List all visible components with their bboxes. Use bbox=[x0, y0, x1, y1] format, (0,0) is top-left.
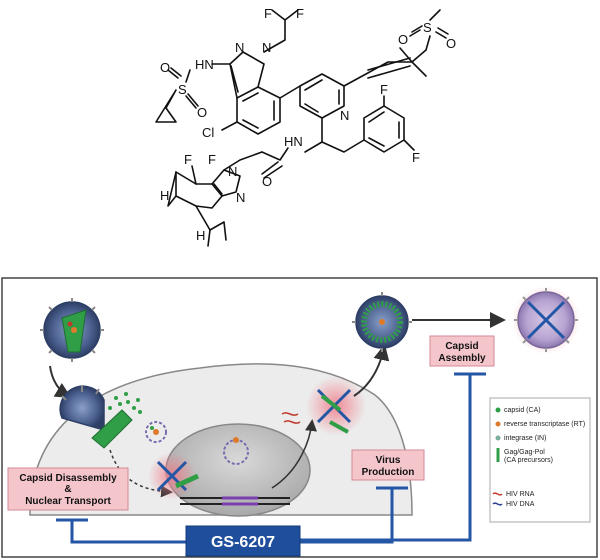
atom-n-pyrazole-1: N bbox=[228, 164, 237, 179]
atom-h-bridge-1: H bbox=[160, 188, 169, 203]
virus-production-line1: Virus bbox=[376, 455, 401, 466]
released-capsid bbox=[91, 392, 142, 449]
atom-n-pyrazole-2: N bbox=[236, 190, 245, 205]
atom-o-sulfone-a: O bbox=[398, 32, 408, 47]
mechanism-panel: Capsid Assembly Virus Production Capsid … bbox=[1, 277, 598, 558]
budding-arrow bbox=[353, 344, 390, 397]
capsid-assembly-label: Capsid Assembly bbox=[429, 335, 495, 367]
atom-o-sulfone-b: O bbox=[446, 36, 456, 51]
virus-production-line2: Production bbox=[362, 467, 415, 478]
atom-n-indazole-2: N bbox=[235, 40, 244, 55]
atom-s-sulfonamide: S bbox=[178, 82, 187, 97]
gs6207-drug-box: GS-6207 bbox=[185, 525, 301, 557]
legend-box bbox=[489, 397, 591, 523]
difluorophenyl-ring bbox=[363, 105, 405, 153]
cyclopenta-pyrazole-ring bbox=[211, 169, 241, 197]
blocked-mature-virion bbox=[512, 286, 580, 354]
legend-dna-swatch bbox=[492, 502, 503, 506]
legend-integrase-swatch bbox=[495, 435, 501, 441]
atom-hn-amide: HN bbox=[284, 134, 303, 149]
pyridine-ring bbox=[299, 73, 345, 119]
legend-rt-swatch bbox=[495, 421, 501, 427]
capsid-disassembly-line1: Capsid Disassembly bbox=[19, 473, 117, 484]
legend: capsid (CA) reverse transcriptase (RT) i… bbox=[489, 397, 591, 523]
atom-hn-sulfonamide: HN bbox=[195, 57, 214, 72]
virion-entering bbox=[40, 298, 104, 362]
transcription-arrow bbox=[271, 419, 317, 489]
inhibition-lines bbox=[56, 372, 486, 544]
virus-production-label: Virus Production bbox=[351, 449, 425, 481]
immature-virion bbox=[352, 292, 412, 352]
legend-rt: reverse transcriptase (RT) bbox=[504, 421, 585, 428]
indazole-pyrazole-ring bbox=[229, 51, 265, 99]
atom-s-sulfone: S bbox=[423, 20, 432, 35]
atom-f4: F bbox=[412, 150, 420, 165]
blocked-nuclear-entry bbox=[148, 452, 200, 500]
atom-h-bridge-2: H bbox=[196, 228, 205, 243]
chemical-structure: F F N N HN O S O Cl N HN O S O O F F F F… bbox=[155, 6, 456, 247]
atom-f1: F bbox=[264, 6, 272, 21]
rt-complex bbox=[145, 421, 167, 443]
atom-n-pyridine: N bbox=[340, 108, 349, 123]
atom-f2: F bbox=[296, 6, 304, 21]
legend-gag-sub: (CA precursors) bbox=[504, 457, 553, 464]
atom-chlorine: Cl bbox=[202, 125, 214, 140]
virion-fusing bbox=[59, 385, 105, 431]
legend-rna-swatch bbox=[492, 492, 503, 496]
legend-capsid-swatch bbox=[495, 407, 501, 413]
capsid-disassembly-line2: & bbox=[64, 484, 71, 495]
capsid-disassembly-label: Capsid Disassembly & Nuclear Transport bbox=[7, 467, 129, 511]
integration-site bbox=[180, 437, 290, 506]
nuclear-transport-arrow bbox=[109, 449, 173, 498]
legend-capsid: capsid (CA) bbox=[504, 407, 541, 414]
atom-f3: F bbox=[380, 82, 388, 97]
legend-rna: HIV RNA bbox=[506, 491, 535, 498]
atom-o-sulfonamide-a: O bbox=[160, 60, 170, 75]
capsid-disassembly-line3: Nuclear Transport bbox=[25, 496, 111, 507]
capsid-assembly-line2: Assembly bbox=[438, 353, 486, 364]
capsid-assembly-line1: Capsid bbox=[445, 341, 478, 352]
legend-gag: Gag/Gag-Pol bbox=[504, 449, 545, 456]
atom-o-sulfonamide-b: O bbox=[197, 105, 207, 120]
drug-name: GS-6207 bbox=[211, 534, 275, 551]
legend-dna: HIV DNA bbox=[506, 501, 535, 508]
blocked-virus-assembly bbox=[281, 376, 366, 436]
legend-integrase: integrase (IN) bbox=[504, 435, 546, 442]
atom-f5: F bbox=[184, 152, 192, 167]
atom-f6: F bbox=[208, 152, 216, 167]
atom-o-amide: O bbox=[262, 174, 272, 189]
atom-n-indazole-1: N bbox=[262, 40, 271, 55]
